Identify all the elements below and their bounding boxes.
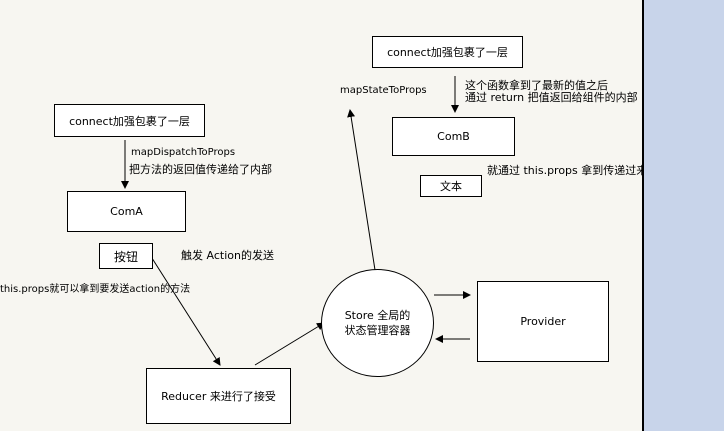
text-box: 文本: [420, 175, 482, 197]
coma-box: ComA: [67, 191, 186, 232]
edge-button-to-reducer: [149, 254, 221, 366]
edge-layer: [121, 76, 471, 366]
button-box: 按钮: [99, 243, 153, 269]
map-dispatch-note: 把方法的返回值传递给了内部: [129, 163, 272, 176]
side-panel: [644, 0, 724, 431]
props-method-note: this.props就可以拿到要发送action的方法: [0, 284, 191, 295]
connect-box-top: connect加强包裹了一层: [372, 36, 523, 68]
store-line1: Store 全局的: [344, 309, 411, 322]
reducer-box: Reducer 来进行了接受: [146, 368, 291, 424]
comb-box: ComB: [392, 117, 515, 156]
map-dispatch-to-props-label: mapDispatchToProps: [131, 147, 236, 158]
store-line2: 状态管理容器: [344, 324, 411, 337]
comb-note-line2: 通过 return 把值返回给组件的内部: [465, 91, 638, 104]
comb-props-note: 就通过 this.props 拿到传递过来的数据了: [487, 164, 692, 177]
connect-box-left: connect加强包裹了一层: [54, 104, 205, 137]
diagram-canvas: connect加强包裹了一层 mapStateToProps 这个函数拿到了最新…: [0, 0, 691, 431]
comb-note-line1: 这个函数拿到了最新的值之后: [465, 79, 608, 92]
edge-store-to-mapstate: [347, 109, 376, 271]
store-node: Store 全局的 状态管理容器: [321, 269, 434, 377]
edge-reducer-to-store: [254, 322, 325, 366]
trigger-action-label: 触发 Action的发送: [181, 249, 274, 262]
provider-box: Provider: [477, 281, 609, 362]
map-state-to-props-label: mapStateToProps: [340, 85, 427, 96]
